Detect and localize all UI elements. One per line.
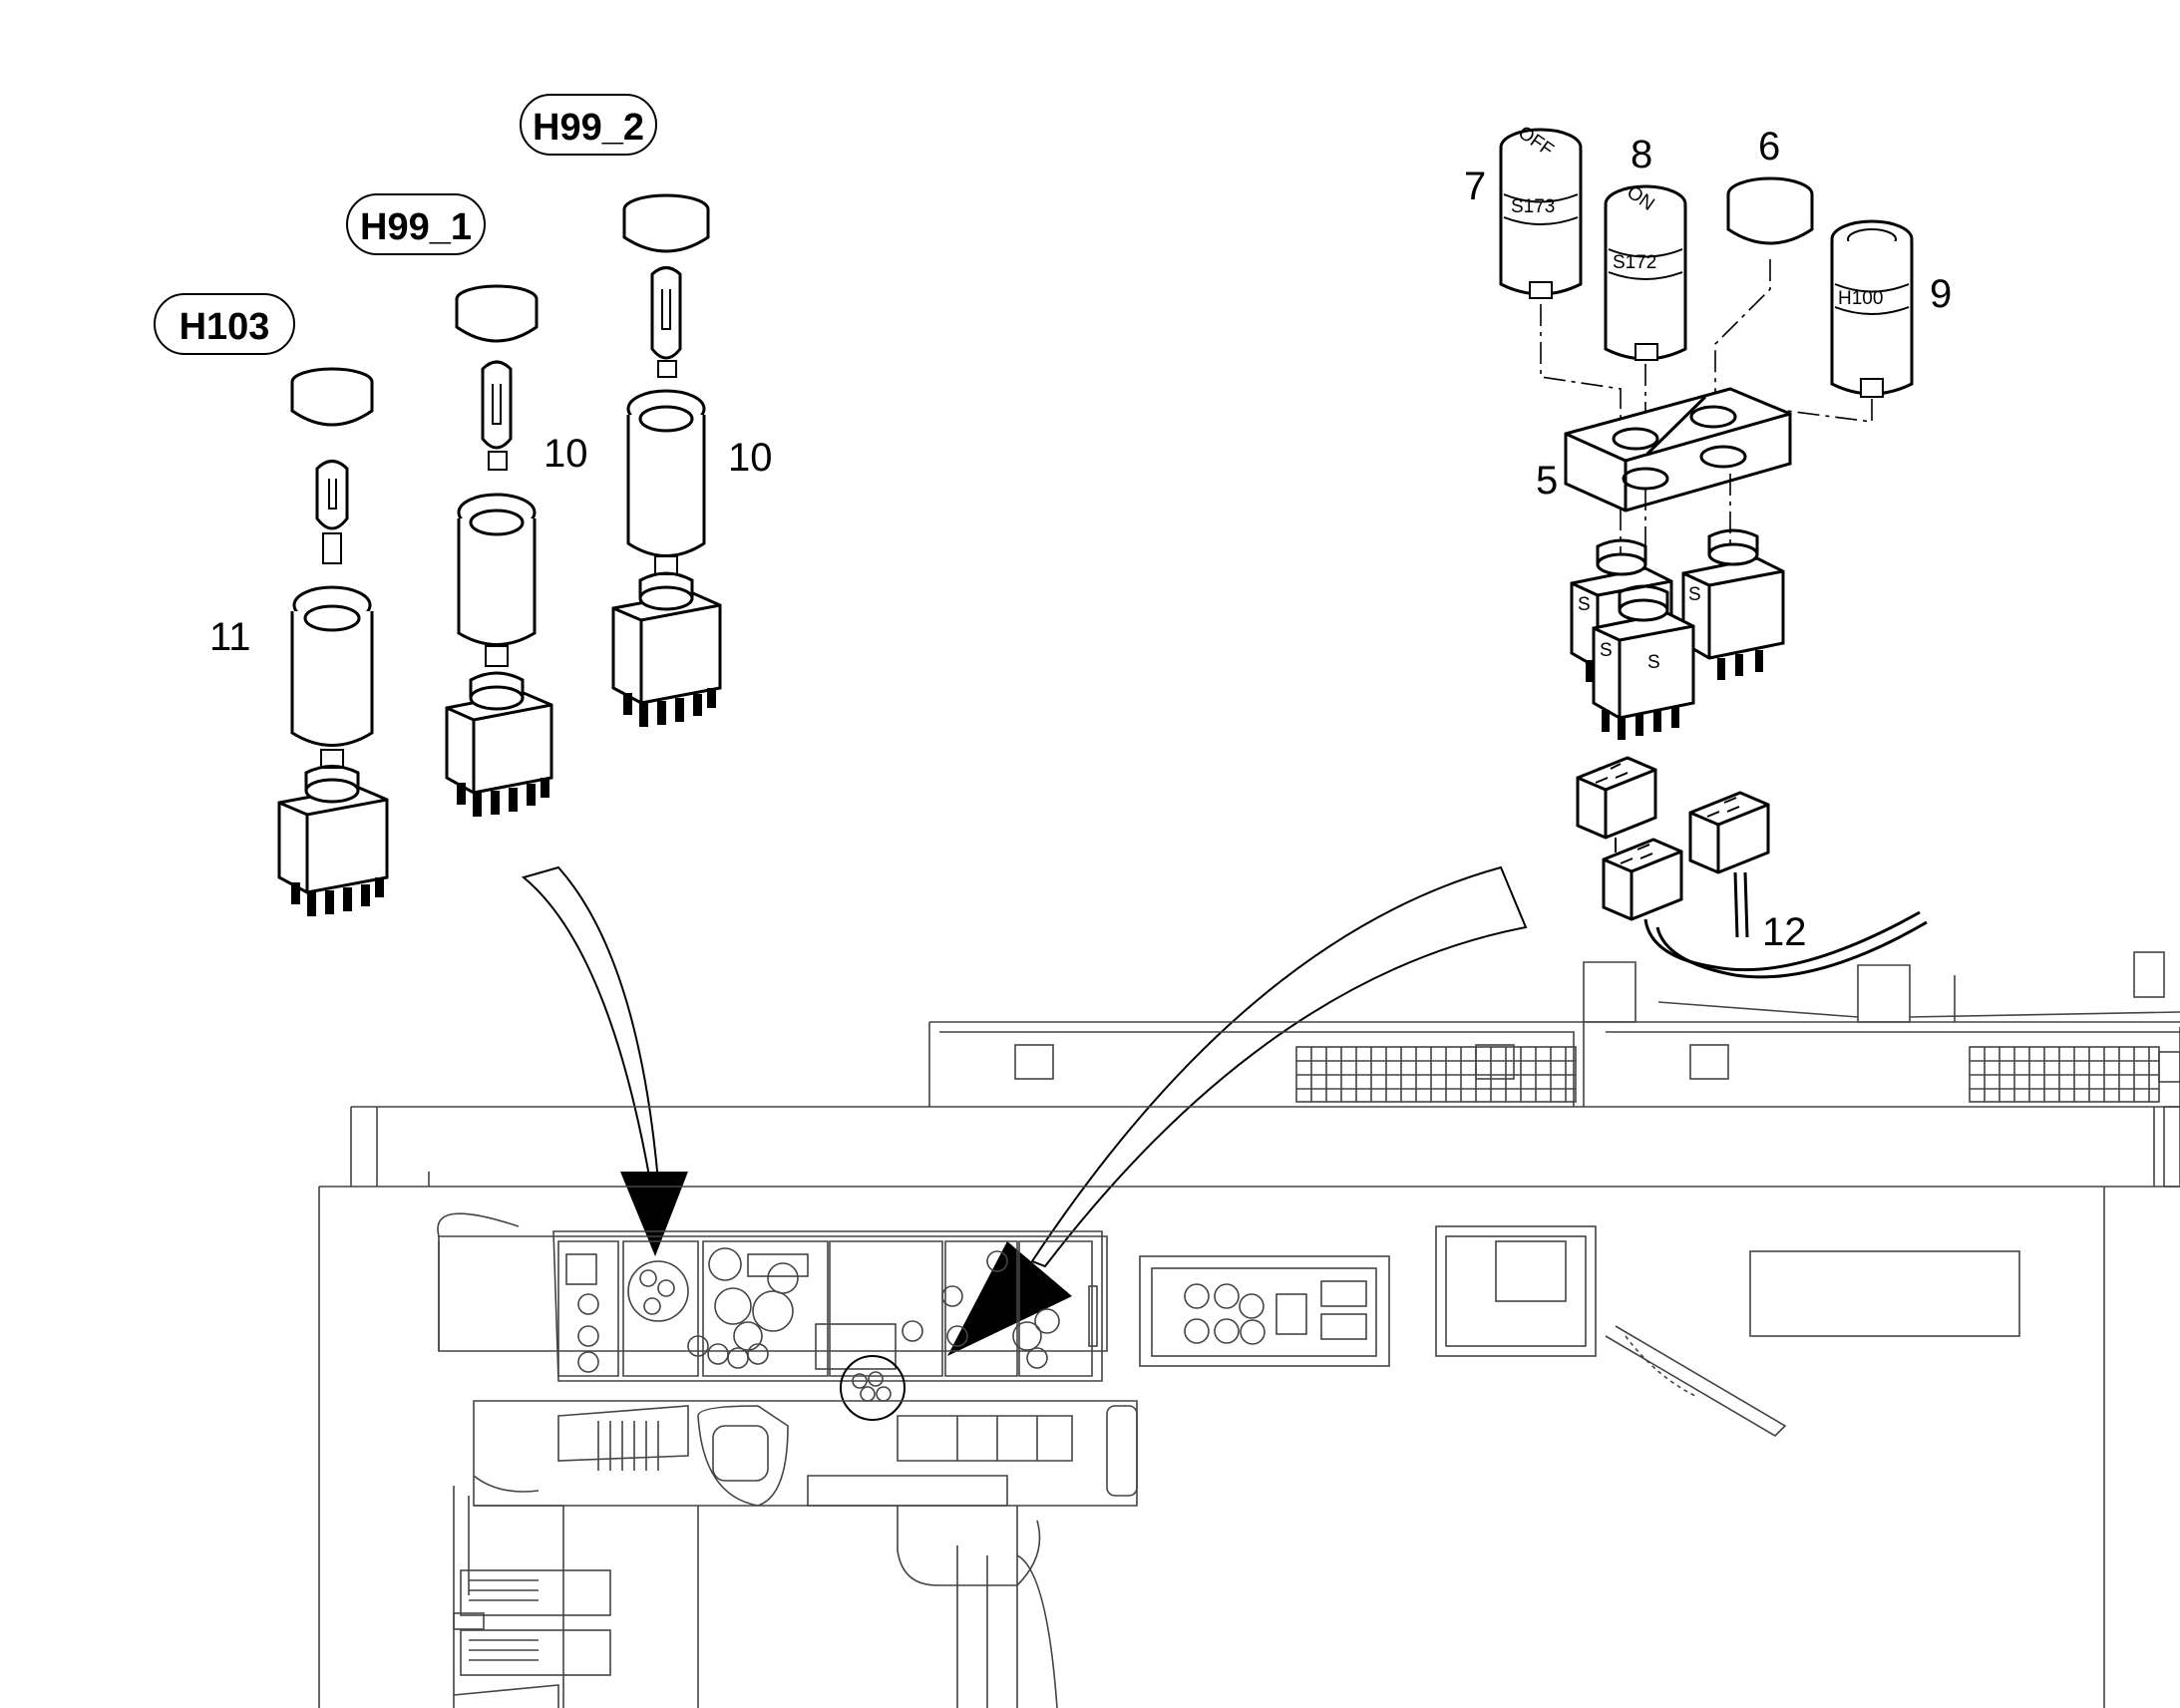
- mounting-frame: [1564, 387, 1792, 512]
- tag-h103-label: H103: [180, 306, 270, 348]
- lamp-assembly-h99-1: [445, 284, 553, 817]
- lamp-assembly-h99-2: [611, 193, 722, 727]
- module-c-label: S: [1600, 640, 1613, 661]
- lamp-assembly-h103: [277, 367, 389, 916]
- tag-h99-2: H99_2: [520, 94, 657, 156]
- tag-h99-1-label: H99_1: [360, 206, 472, 248]
- callout-10-right: 10: [728, 436, 773, 480]
- callout-5: 5: [1536, 459, 1558, 503]
- module-a-label: S: [1578, 594, 1591, 615]
- callout-12: 12: [1762, 910, 1807, 954]
- module-c-label-2: S: [1647, 652, 1660, 673]
- switch-module-b: S: [1681, 528, 1785, 680]
- connector-harness: [1576, 756, 1928, 979]
- switch-s173: OFF S173: [1499, 122, 1583, 299]
- switch-module-c: S S: [1592, 584, 1695, 740]
- callout-6: 6: [1758, 125, 1780, 169]
- callout-11: 11: [209, 615, 251, 659]
- module-b-label: S: [1688, 584, 1701, 605]
- tag-h103: H103: [154, 293, 295, 355]
- blank-cap: [1726, 176, 1814, 245]
- callout-9: 9: [1930, 272, 1952, 316]
- tag-h99-2-label: H99_2: [533, 107, 644, 149]
- tag-h99-1: H99_1: [346, 193, 486, 255]
- switch-s172-band: S172: [1613, 252, 1656, 273]
- detail-arrow-right: [947, 865, 1528, 1356]
- indicator-h100-band: H100: [1838, 288, 1883, 309]
- switch-s172: ON S172: [1604, 181, 1687, 361]
- callout-10-left: 10: [544, 432, 588, 476]
- detail-arrow-left: [521, 865, 688, 1256]
- console-overview: [318, 951, 2180, 1708]
- switch-s173-band: S173: [1511, 196, 1555, 217]
- callout-7: 7: [1464, 165, 1486, 208]
- indicator-h100: H100: [1830, 219, 1914, 398]
- callout-8: 8: [1631, 133, 1652, 176]
